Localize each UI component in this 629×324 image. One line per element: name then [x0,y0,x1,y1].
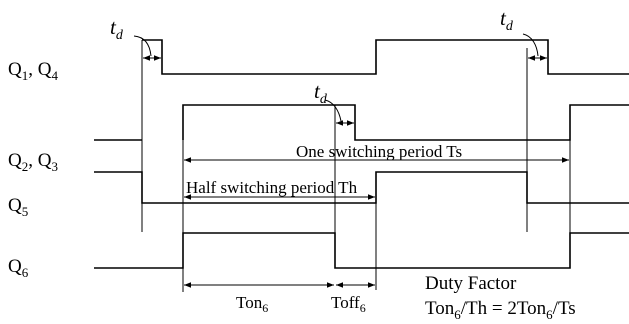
td-label-mid: td [314,79,328,107]
td-label-left: td [110,15,124,43]
ton-label: Ton6 [236,293,268,315]
q1-q4-label: Q1, Q4 [8,59,58,83]
q6-label: Q6 [8,256,29,280]
q2-q3-label: Q2, Q3 [8,150,58,174]
td-leader-mid [324,99,342,122]
q2-q3-waveform [94,104,629,141]
q1-q4-waveform [142,39,629,75]
duty-factor-title: Duty Factor [425,273,517,294]
one-period-label: One switching period Ts [296,142,462,161]
q6-waveform [94,232,629,269]
td-leader-right [522,33,539,57]
td-leader-left [133,35,152,57]
duty-factor-formula: Ton6/Th = 2Ton6/Ts [425,298,576,322]
q5-label: Q5 [8,195,28,219]
toff-label: Toff6 [331,293,366,315]
q5-waveform [94,171,629,204]
half-period-label: Half switching period Th [186,178,358,197]
td-label-right: td [500,6,514,34]
